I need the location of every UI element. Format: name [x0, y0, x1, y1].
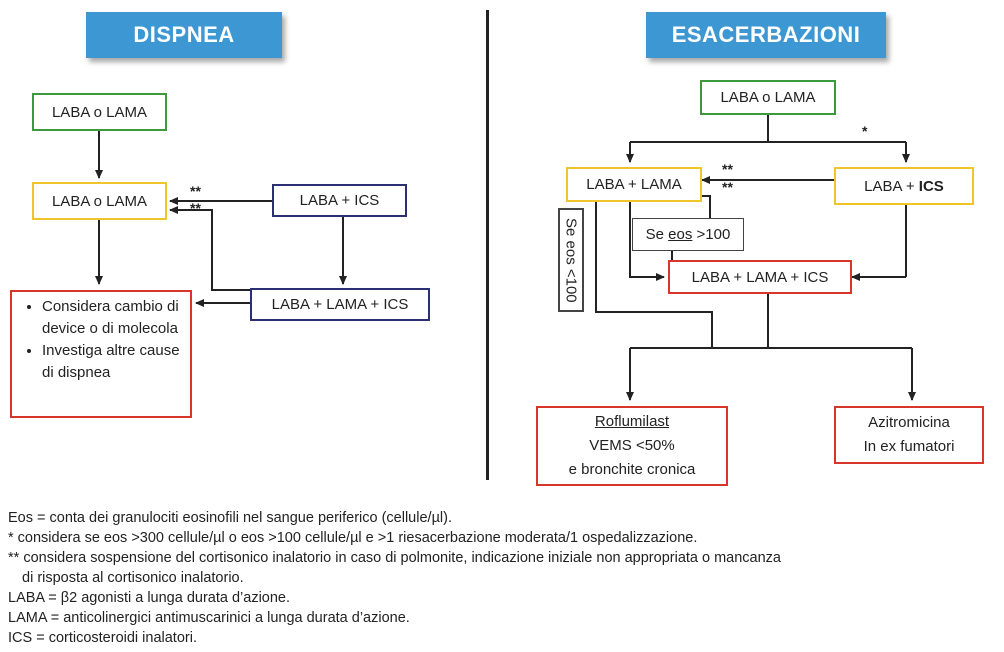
esac-single-star: * [862, 123, 868, 139]
dispnea-consider-box: Considera cambio di device o di molecola… [10, 290, 192, 418]
center-divider [486, 10, 489, 480]
dispnea-box-laba-ics: LABA + ICS [272, 184, 407, 217]
header-dispnea: DISPNEA [86, 12, 282, 58]
dispnea-double-star-a: ** [190, 183, 201, 199]
esac-double-star-b: ** [722, 179, 733, 195]
eos-low-text: Se eos <100 [562, 217, 580, 303]
eos-high-suffix: >100 [692, 226, 731, 243]
note-double-star-cont: di risposta al cortisonico inalatorio. [22, 570, 244, 586]
header-esacerbazioni: ESACERBAZIONI [646, 12, 886, 58]
esac-eos-low-label: Se eos <100 [558, 208, 584, 312]
arrow-e-lablama-to-triple [629, 202, 665, 281]
eos-high-underlined: eos [668, 226, 693, 243]
esac-box-laba-ics: LABA + ICS [834, 167, 974, 205]
dispnea-double-star-b: ** [190, 200, 201, 216]
note-lama: LAMA = anticolinergici antimuscarinici a… [8, 610, 410, 626]
esac-box-triple: LABA + LAMA + ICS [668, 260, 852, 294]
eos-high-prefix: Se [645, 226, 669, 243]
note-double-star: ** considera sospensione del cortisonico… [8, 550, 781, 566]
arrow-triple-to-step [169, 206, 250, 291]
dispnea-box-step: LABA o LAMA [32, 182, 167, 220]
consider-item-investigate: Investiga altre cause di dispnea [42, 340, 184, 384]
roflumilast-line2: VEMS <50% [589, 437, 675, 454]
dispnea-box-start: LABA o LAMA [32, 93, 167, 131]
note-eos: Eos = conta dei granulociti eosinofili n… [8, 510, 452, 526]
footnotes: Eos = conta dei granulociti eosinofili n… [8, 508, 998, 648]
esac-box-azitromicina: Azitromicina In ex fumatori [834, 406, 984, 464]
roflumilast-line3: e bronchite cronica [568, 461, 696, 478]
esac-box-roflumilast: Roflumilast VEMS <50% e bronchite cronic… [536, 406, 728, 486]
azitro-line1: Azitromicina [868, 414, 950, 431]
esac-laba-ics-bold: ICS [918, 177, 944, 195]
azitro-line2: In ex fumatori [863, 438, 955, 455]
esac-box-laba-lama: LABA + LAMA [566, 167, 702, 202]
dispnea-box-triple: LABA + LAMA + ICS [250, 288, 430, 321]
roflumilast-title: Roflumilast [594, 413, 670, 430]
note-laba: LABA = β2 agonisti a lunga durata d’azio… [8, 590, 291, 606]
esac-box-eos-high: Se eos >100 [632, 218, 744, 251]
esac-double-star-a: ** [722, 161, 733, 177]
note-star: * considera se eos >300 cellule/µl o eos… [8, 530, 698, 546]
consider-item-device: Considera cambio di device o di molecola [42, 296, 184, 340]
esac-box-start: LABA o LAMA [700, 80, 836, 115]
note-ics: ICS = corticosteroidi inalatori. [8, 630, 197, 646]
esac-laba-ics-prefix: LABA + [864, 177, 919, 195]
